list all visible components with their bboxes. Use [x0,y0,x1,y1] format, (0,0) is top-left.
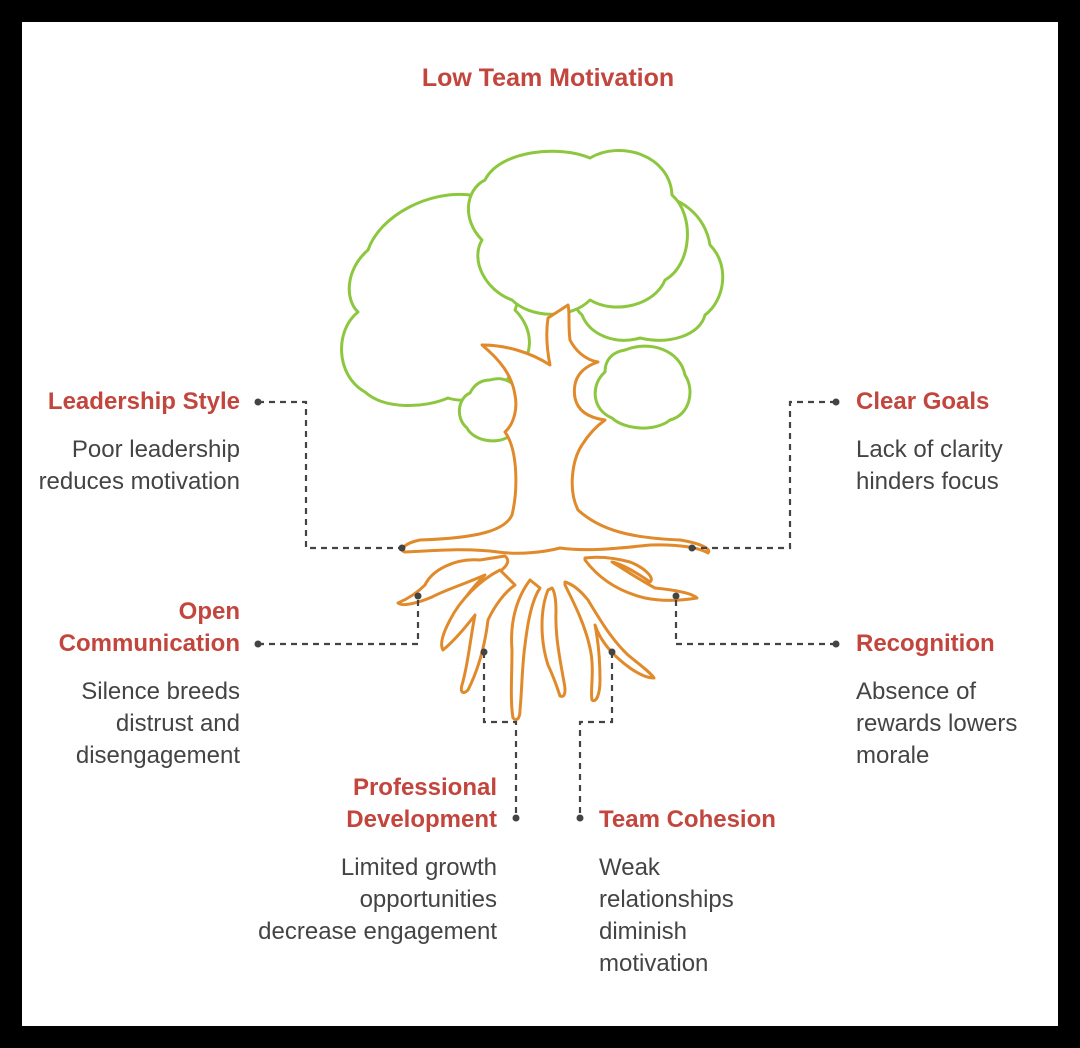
root-center-right [563,580,656,703]
factor-label-team-cohesion: Team Cohesion [599,806,776,833]
tree-trunk [400,303,711,555]
factor-description-clear-goals: Lack of clarity hinders focus [856,436,1003,495]
foliage-top-cloud [466,149,689,316]
factor-label-open-communication: Open Communication [58,598,240,657]
root-center [540,586,567,698]
connector-dots [254,398,840,822]
connector-recognition [674,596,836,646]
connector-goals [692,400,836,550]
connector-development [482,652,518,818]
factor-description-professional-development: Limited growth opportunities decrease en… [258,854,497,945]
tree-foliage [340,149,725,443]
factor-description-team-cohesion: Weak relationships diminish motivation [599,854,734,977]
tree-trunk-roots [396,303,711,722]
connectors [258,400,836,818]
diagram-title: Low Team Motivation [421,64,675,92]
connector-communication [258,596,420,646]
connector-leadership [258,400,402,550]
foliage-small-right-cloud [593,344,692,430]
factor-label-professional-development: Professional Development [346,774,497,833]
factor-label-recognition: Recognition [856,630,995,657]
connector-cohesion [578,652,614,818]
factor-description-recognition: Absence of rewards lowers morale [856,678,1018,769]
root-right [583,555,699,602]
root-left-lower [440,568,517,694]
factor-description-leadership-style: Poor leadership reduces motivation [38,436,240,495]
factor-label-leadership-style: Leadership Style [47,388,240,415]
factor-description-open-communication: Silence breeds distrust and disengagemen… [75,678,240,769]
root-center-left [509,578,542,722]
factor-label-clear-goals: Clear Goals [856,388,990,415]
